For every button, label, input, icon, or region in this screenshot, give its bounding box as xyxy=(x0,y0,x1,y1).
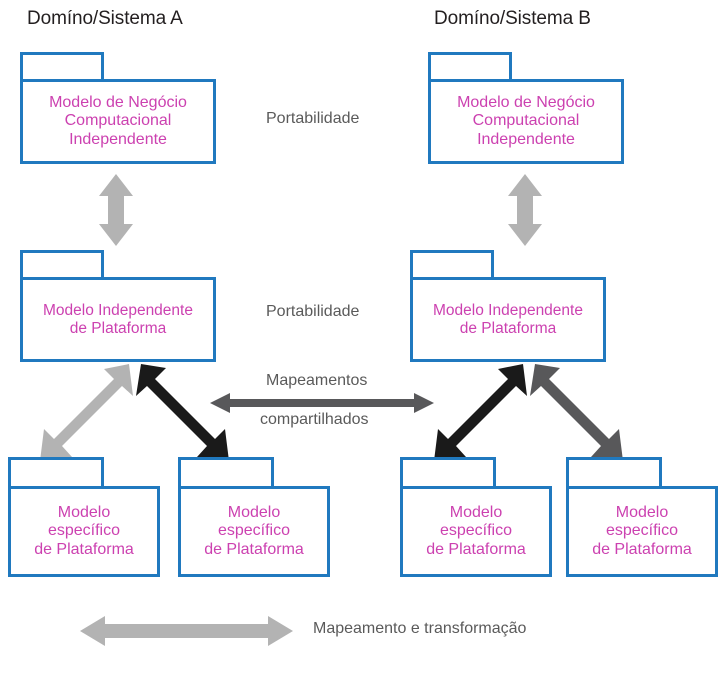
package-body: Modelo de Negócio Computacional Independ… xyxy=(20,79,216,164)
package-label: Modelo específico de Plataforma xyxy=(592,503,692,558)
package-body: Modelo Independente de Plataforma xyxy=(20,277,216,362)
package-tab xyxy=(410,250,494,280)
package-psm-a2[interactable]: Modelo específico de Plataforma xyxy=(178,457,330,577)
package-psm-b1[interactable]: Modelo específico de Plataforma xyxy=(400,457,552,577)
package-body: Modelo de Negócio Computacional Independ… xyxy=(428,79,624,164)
caption-mapping-transformation: Mapeamento e transformação xyxy=(313,620,527,637)
package-tab xyxy=(8,457,104,489)
package-tab xyxy=(566,457,662,489)
package-label: Modelo específico de Plataforma xyxy=(204,503,304,558)
package-body: Modelo Independente de Plataforma xyxy=(410,277,606,362)
package-label: Modelo específico de Plataforma xyxy=(426,503,526,558)
domain-title-b: Domíno/Sistema B xyxy=(434,8,591,29)
package-pim-a[interactable]: Modelo Independente de Plataforma xyxy=(20,250,216,362)
package-tab xyxy=(178,457,274,489)
package-psm-a1[interactable]: Modelo específico de Plataforma xyxy=(8,457,160,577)
diagonal-double-arrow-a2 xyxy=(136,364,229,461)
package-psm-b2[interactable]: Modelo específico de Plataforma xyxy=(566,457,718,577)
horizontal-double-arrow-shared xyxy=(210,393,434,413)
package-tab xyxy=(20,52,104,82)
package-label: Modelo Independente de Plataforma xyxy=(43,301,193,337)
caption-shared-mappings-line2: compartilhados xyxy=(260,411,369,428)
package-tab xyxy=(400,457,496,489)
package-tab xyxy=(428,52,512,82)
package-label: Modelo de Negócio Computacional Independ… xyxy=(49,93,187,148)
vertical-double-arrow-right xyxy=(508,174,542,246)
caption-portability-middle: Portabilidade xyxy=(266,303,360,320)
package-label: Modelo específico de Plataforma xyxy=(34,503,134,558)
package-label: Modelo de Negócio Computacional Independ… xyxy=(457,93,595,148)
package-body: Modelo específico de Plataforma xyxy=(566,486,718,577)
package-cim-a[interactable]: Modelo de Negócio Computacional Independ… xyxy=(20,52,216,164)
package-body: Modelo específico de Plataforma xyxy=(178,486,330,577)
package-body: Modelo específico de Plataforma xyxy=(400,486,552,577)
caption-portability-top: Portabilidade xyxy=(266,110,360,127)
package-pim-b[interactable]: Modelo Independente de Plataforma xyxy=(410,250,606,362)
caption-shared-mappings-line1: Mapeamentos xyxy=(266,372,368,389)
horizontal-double-arrow-bottom xyxy=(80,616,293,646)
package-tab xyxy=(20,250,104,280)
package-label: Modelo Independente de Plataforma xyxy=(433,301,583,337)
package-cim-b[interactable]: Modelo de Negócio Computacional Independ… xyxy=(428,52,624,164)
diagonal-double-arrow-a1 xyxy=(40,364,133,461)
diagonal-double-arrow-b1 xyxy=(434,364,527,461)
domain-title-a: Domíno/Sistema A xyxy=(27,8,183,29)
diagonal-double-arrow-b2 xyxy=(530,364,623,461)
vertical-double-arrow-left xyxy=(99,174,133,246)
package-body: Modelo específico de Plataforma xyxy=(8,486,160,577)
